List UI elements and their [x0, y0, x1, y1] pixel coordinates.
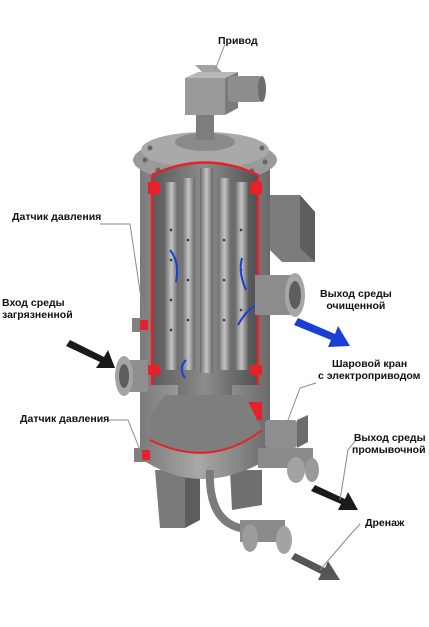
- label-drain: Дренаж: [365, 517, 405, 529]
- label-inlet-line1: Вход среды: [2, 297, 65, 309]
- label-ball-valve-line1: Шаровой кран: [332, 358, 408, 370]
- outlet-clean-arrow: [294, 318, 350, 347]
- inlet-arrow: [66, 340, 115, 368]
- label-inlet-line2: загрязненной: [2, 309, 73, 321]
- support-legs: [155, 470, 262, 528]
- label-ball-valve-line2: с электроприводом: [318, 370, 421, 382]
- outlet-flush-arrow: [311, 485, 358, 510]
- leader-lines: [100, 43, 361, 571]
- label-outlet-flush-line2: промывочной: [352, 444, 426, 456]
- pressure-sensor-bottom: [134, 448, 150, 462]
- label-outlet-clean: Выход среды очищенной: [320, 288, 392, 312]
- flow-arrows: [66, 318, 358, 580]
- drain-arrow: [291, 553, 340, 580]
- side-bracket: [268, 195, 315, 262]
- cutaway-interior: [148, 161, 263, 454]
- label-outlet-clean-line1: Выход среды: [320, 288, 392, 300]
- inlet-nozzle: [115, 356, 148, 396]
- label-inlet: Вход среды загрязненной: [2, 297, 73, 321]
- label-drive: Привод: [218, 35, 258, 47]
- label-pressure-sensor-top: Датчик давления: [12, 211, 102, 223]
- ball-valve-actuator: [258, 415, 319, 483]
- drain-pipe: [205, 469, 292, 554]
- pressure-sensor-top: [132, 318, 148, 332]
- label-ball-valve: Шаровой кран с электроприводом: [318, 358, 420, 382]
- drive-motor: [185, 65, 266, 140]
- label-pressure-sensor-bottom: Датчик давления: [20, 413, 110, 425]
- label-outlet-clean-line2: очищенной: [326, 300, 386, 312]
- filter-elements: [165, 168, 248, 373]
- label-outlet-flush: Выход среды промывочной: [352, 432, 426, 456]
- label-outlet-flush-line1: Выход среды: [353, 432, 426, 444]
- outlet-clean-nozzle: [255, 273, 305, 317]
